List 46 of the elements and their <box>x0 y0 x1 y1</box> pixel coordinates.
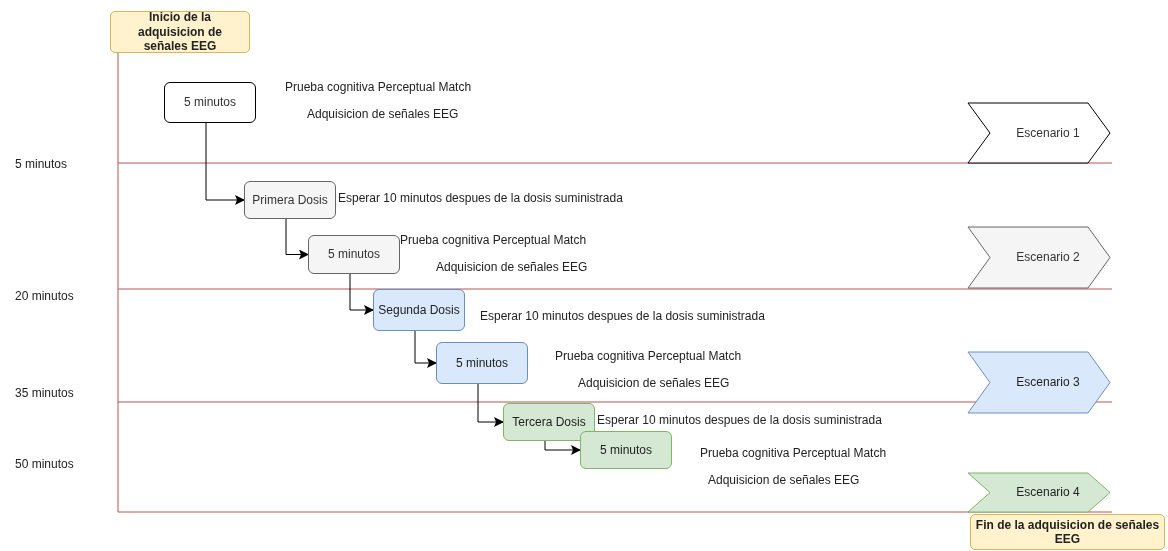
step-description: Adquisicion de señales EEG <box>708 473 860 487</box>
node-label: Segunda Dosis <box>378 302 460 318</box>
node-label: Inicio de la adquisicion de señales EEG <box>137 10 223 54</box>
arrow <box>349 273 374 315</box>
step-description: Adquisicion de señales EEG <box>307 107 459 121</box>
step-description: Prueba cognitiva Perceptual Match <box>285 80 472 94</box>
node-label: 5 minutos <box>600 442 652 458</box>
process-box <box>503 403 595 441</box>
step-description: Prueba cognitiva Perceptual Match <box>700 446 887 460</box>
node-label: 5 minutos <box>184 95 236 110</box>
arrow <box>544 440 581 455</box>
step-description: Esperar 10 minutos despues de la dosis suministrada <box>480 309 765 323</box>
node-label: Escenario 2 <box>1016 250 1080 265</box>
chevron-shape <box>968 473 1110 512</box>
time-label: 35 minutos <box>15 386 74 400</box>
node-label: Fin de la adquisicion de señales EEG <box>975 517 1160 547</box>
arrow <box>477 383 504 427</box>
node-label: Tercera Dosis <box>512 414 586 430</box>
arrow <box>285 218 309 260</box>
step-description: Esperar 10 minutos despues de la dosis suministrada <box>597 413 882 427</box>
node-label: Primera Dosis <box>252 192 328 208</box>
node-label: Escenario 3 <box>1016 375 1080 390</box>
node-label: 5 minutos <box>456 355 508 371</box>
process-box <box>580 431 672 469</box>
process-box <box>244 181 336 219</box>
step-description: Prueba cognitiva Perceptual Match <box>400 233 587 247</box>
note-box <box>110 11 250 53</box>
node-label: Escenario 1 <box>1016 125 1080 141</box>
chevron-shape <box>968 227 1110 288</box>
time-label: 5 minutos <box>15 157 68 171</box>
process-box <box>164 82 256 123</box>
chevron-shape <box>968 103 1110 163</box>
step-description: Prueba cognitiva Perceptual Match <box>555 349 742 363</box>
process-box <box>373 289 465 331</box>
step-description: Adquisicion de señales EEG <box>578 376 730 390</box>
time-label: 50 minutos <box>15 457 74 471</box>
chevron-shape <box>968 352 1110 413</box>
arrow <box>205 122 245 205</box>
step-description: Adquisicion de señales EEG <box>436 260 588 274</box>
process-box <box>308 235 400 274</box>
time-label: 20 minutos <box>15 289 74 303</box>
step-description: Esperar 10 minutos despues de la dosis suministrada <box>338 191 623 205</box>
arrow <box>414 330 437 368</box>
node-label: Escenario 4 <box>1016 485 1080 500</box>
node-label: 5 minutos <box>328 247 380 262</box>
process-box <box>436 342 528 384</box>
